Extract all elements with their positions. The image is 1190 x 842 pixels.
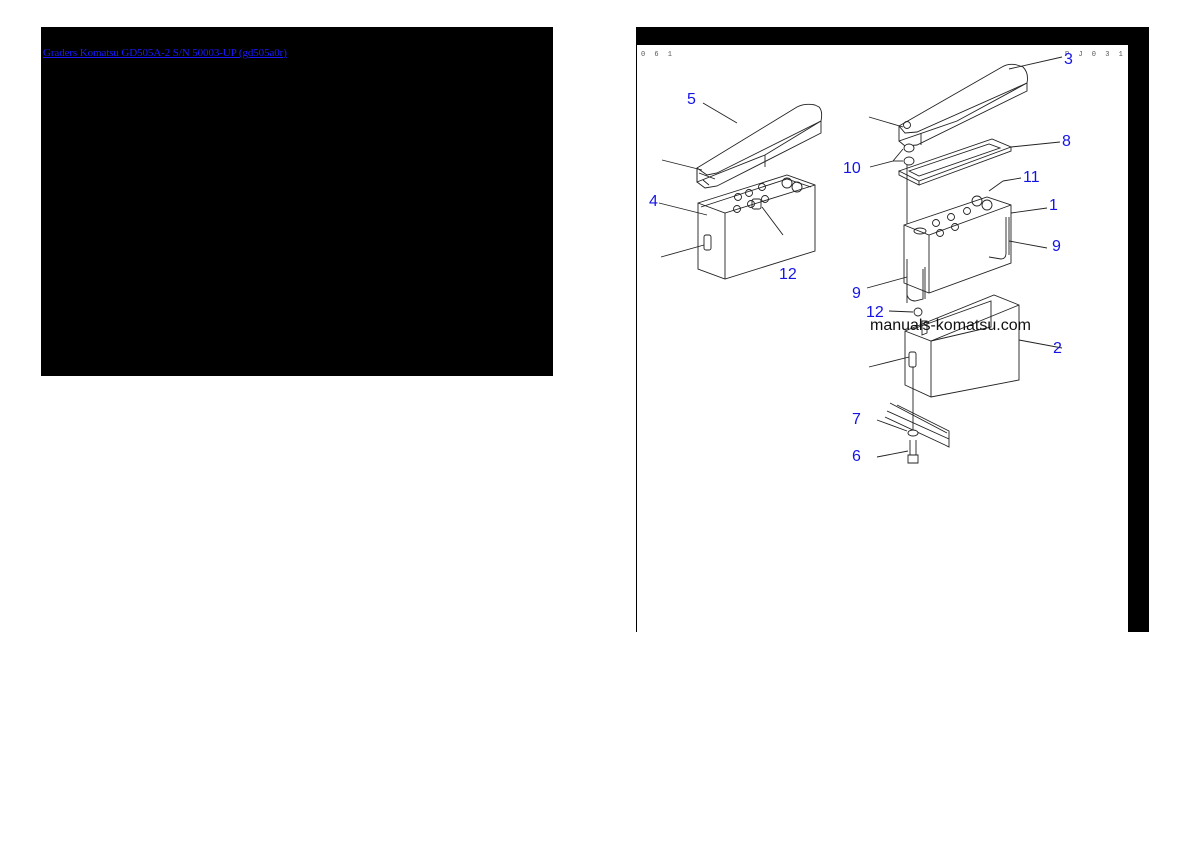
callout-7: 7: [852, 411, 861, 428]
sheet-code-right: P J 0 3 1: [1065, 51, 1126, 59]
parts-diagram-sheet: 0 6 1 P J 0 3 1: [637, 45, 1128, 632]
callout-12-left: 12: [779, 266, 797, 283]
battery-exploded-diagram: [658, 56, 1063, 464]
callout-12-right: 12: [866, 304, 884, 321]
j-bolt-9-left-shape: [906, 259, 926, 302]
j-bolt-9-right-shape: [988, 217, 1010, 260]
battery-box-4-shape: [697, 174, 816, 280]
mounting-bracket-shape: [884, 402, 950, 448]
callout-4: 4: [649, 193, 658, 210]
diagram-frame: 0 6 1 P J 0 3 1: [636, 27, 1149, 632]
callout-5: 5: [687, 91, 696, 108]
washer-7-shape: [907, 429, 919, 437]
callout-1: 1: [1049, 197, 1058, 214]
callout-8: 8: [1062, 133, 1071, 150]
nut-12-shape: [913, 307, 923, 317]
callout-3: 3: [1064, 51, 1073, 68]
callout-6: 6: [852, 448, 861, 465]
cover-5-shape: [696, 103, 823, 189]
hold-down-frame-8-shape: [897, 138, 1013, 186]
cover-3-shape: [898, 63, 1028, 147]
callout-9-right: 9: [1052, 238, 1061, 255]
sheet-code-left: 0 6 1: [641, 51, 675, 59]
callout-2: 2: [1053, 340, 1062, 357]
nut-10-shape: [903, 143, 915, 166]
battery-tray-2-shape: [904, 294, 1020, 398]
watermark-text: manuals-komatsu.com: [870, 317, 1031, 334]
callout-10: 10: [843, 160, 861, 177]
bolt-6-shape: [907, 440, 919, 464]
callout-9-left: 9: [852, 285, 861, 302]
battery-1-shape: [903, 195, 1012, 294]
left-black-panel: Graders Komatsu GD505A-2 S/N 50003-UP (g…: [41, 27, 553, 376]
document-title-link[interactable]: Graders Komatsu GD505A-2 S/N 50003-UP (g…: [43, 47, 287, 59]
callout-11: 11: [1023, 169, 1040, 186]
